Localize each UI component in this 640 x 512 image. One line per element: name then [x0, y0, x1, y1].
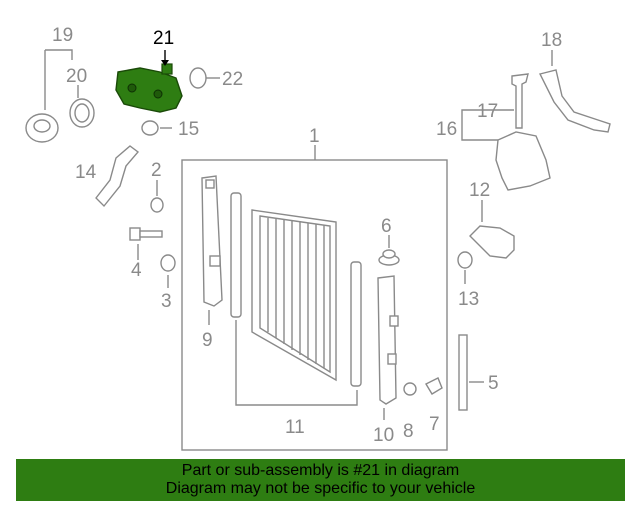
callout-17: 17	[477, 101, 498, 122]
o-ring[interactable]	[189, 67, 207, 89]
info-banner: Part or sub-assembly is #21 in diagram D…	[16, 459, 625, 501]
hose-clamp-lower[interactable]	[457, 251, 473, 269]
radiator-core[interactable]	[251, 209, 337, 382]
overflow-hose[interactable]	[538, 69, 611, 133]
callout-7: 7	[429, 414, 440, 435]
callout-12: 12	[469, 180, 490, 201]
callout-20: 20	[66, 66, 87, 87]
callout-19: 19	[52, 25, 73, 46]
left-side-panel[interactable]	[201, 175, 223, 307]
right-tank[interactable]	[377, 275, 399, 405]
callout-4: 4	[131, 260, 142, 281]
left-seal[interactable]	[230, 192, 242, 318]
reservoir-pipe[interactable]	[511, 73, 529, 129]
callout-8: 8	[403, 421, 414, 442]
bolt-4[interactable]	[129, 227, 163, 241]
lower-hose[interactable]	[469, 225, 515, 259]
thermostat-gasket[interactable]	[69, 98, 95, 128]
upper-hose[interactable]	[95, 145, 140, 208]
callout-15: 15	[178, 119, 199, 140]
hose-clamp-upper[interactable]	[141, 120, 159, 136]
radiator-cap[interactable]	[378, 249, 400, 266]
side-bracket[interactable]	[458, 334, 468, 411]
callout-1: 1	[309, 126, 320, 147]
thermostat-housing[interactable]	[25, 113, 59, 143]
callout-9: 9	[202, 330, 213, 351]
callout-2: 2	[151, 160, 162, 181]
right-seal[interactable]	[350, 261, 362, 387]
banner-line-2: Diagram may not be specific to your vehi…	[165, 480, 476, 497]
callout-22: 22	[222, 69, 243, 90]
callout-11: 11	[285, 417, 305, 438]
banner-line-1: Part or sub-assembly is #21 in diagram	[181, 462, 460, 479]
callout-6: 6	[381, 216, 392, 237]
callout-5: 5	[488, 373, 499, 394]
callout-16: 16	[436, 119, 457, 140]
nut-3[interactable]	[160, 254, 176, 272]
callout-3: 3	[161, 291, 172, 312]
callout-10: 10	[373, 425, 394, 446]
callout-14: 14	[75, 162, 97, 183]
callout-13: 13	[458, 289, 479, 310]
reservoir-tank[interactable]	[495, 131, 551, 191]
highlighted-part-21[interactable]	[115, 63, 183, 113]
drain-cock[interactable]	[425, 377, 443, 395]
callout-18: 18	[541, 30, 562, 51]
drain-plug[interactable]	[403, 382, 417, 396]
bolt-2[interactable]	[150, 197, 164, 213]
callout-21: 21	[153, 28, 174, 49]
